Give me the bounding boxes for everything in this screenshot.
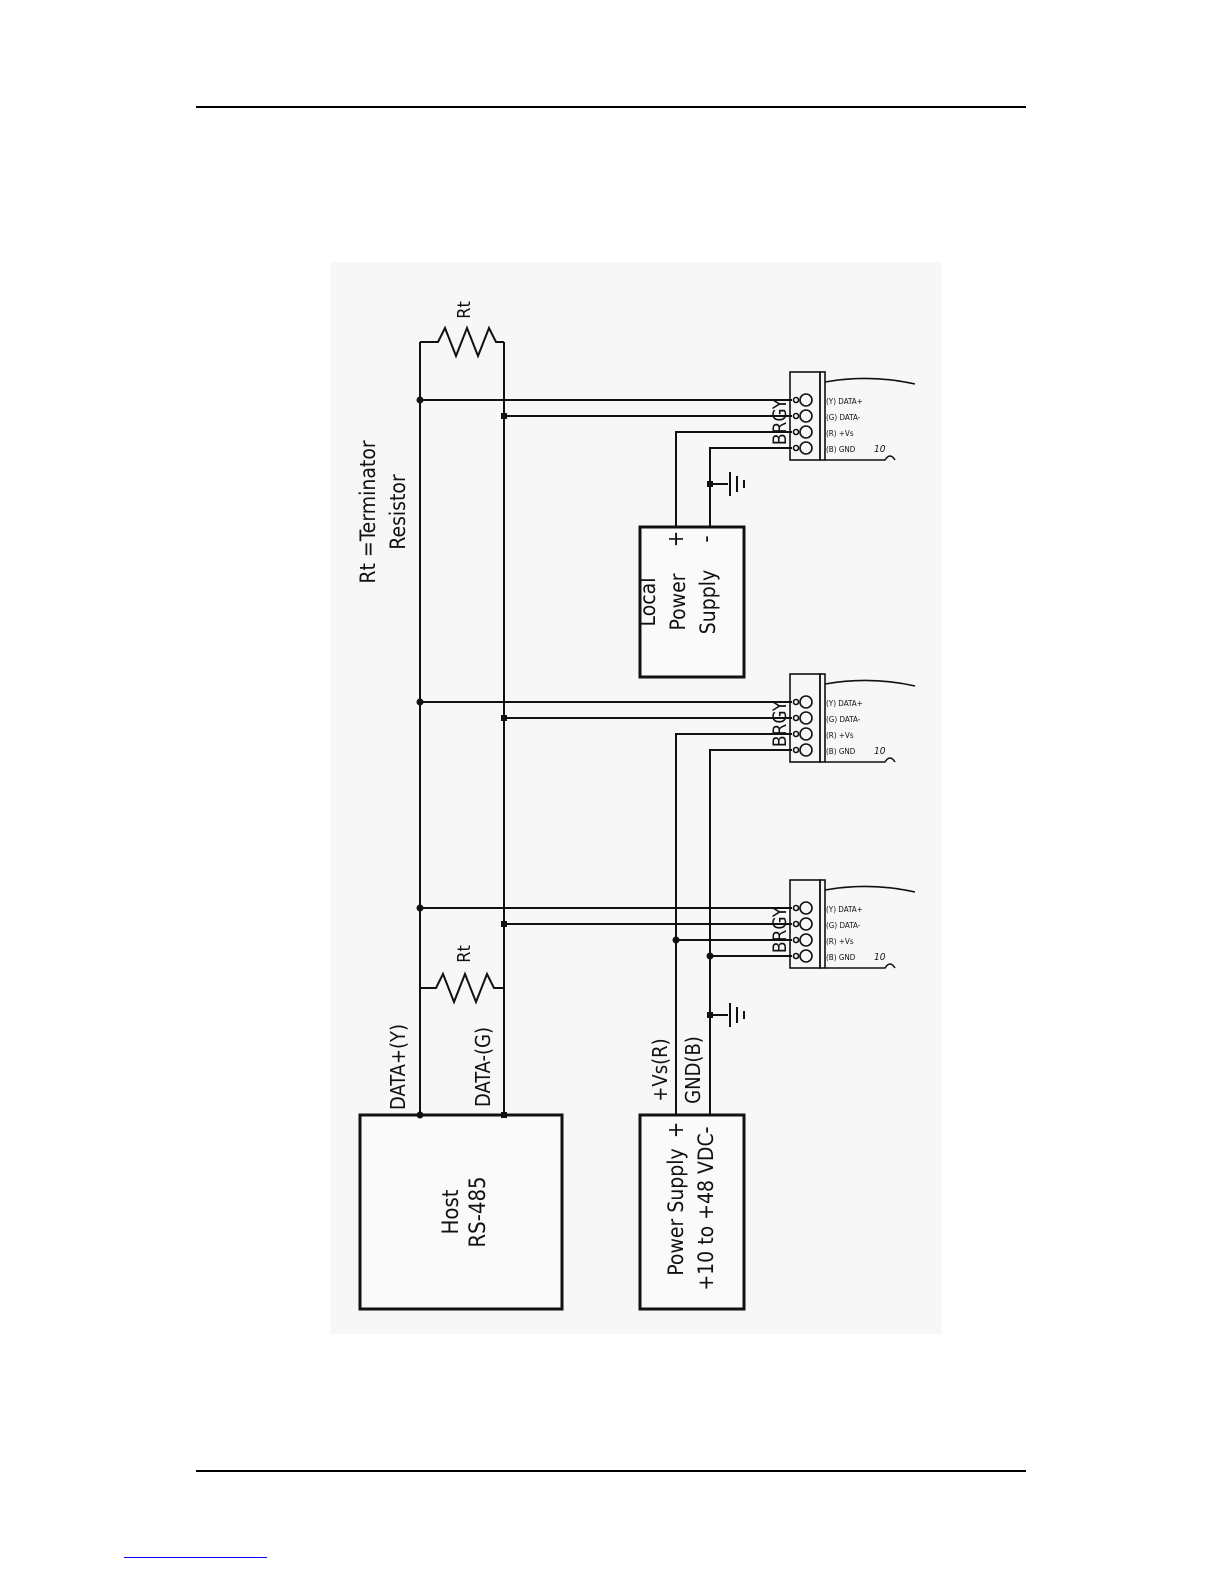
main-power-label-line1: Power Supply <box>664 1148 688 1275</box>
m3-connector-letters: BRGY <box>769 906 791 953</box>
m1-module-outline-top <box>825 378 915 384</box>
m2-terminal-b: (B) GND <box>826 747 856 756</box>
data-minus-label: DATA-(G) <box>471 1027 495 1107</box>
m2-block-edge <box>820 674 825 762</box>
module-2-connector: BRGY (Y) DATA+ (G) DATA- (R) +Vs (B) GND… <box>769 674 915 762</box>
top-terminator-resistor <box>420 328 504 356</box>
m1-vs-wire <box>676 432 792 527</box>
m3-terminal-g: (G) DATA- <box>826 921 861 930</box>
vs-label: +Vs(R) <box>648 1038 672 1101</box>
terminator-note-line2: Resistor <box>386 474 410 550</box>
footer-rule <box>196 1470 1026 1472</box>
bottom-resistor-label: Rt <box>454 945 475 963</box>
m3-module-tag: 10 <box>874 952 886 963</box>
m3-data-plus-node <box>417 905 424 912</box>
local-power-minus-sign: - <box>694 535 719 542</box>
local-power-label-line3: Supply <box>696 570 720 634</box>
main-power-plus-sign: + <box>664 1122 689 1139</box>
m1-data-minus-node <box>501 413 507 419</box>
m1-block-edge <box>820 372 825 460</box>
m3-block-edge <box>820 880 825 968</box>
top-resistor-label: Rt <box>454 301 475 319</box>
m3-terminal-y: (Y) DATA+ <box>826 905 863 914</box>
m1-gnd-wire <box>710 448 792 527</box>
m1-terminal-r: (R) +Vs <box>826 429 854 438</box>
m2-terminal-r: (R) +Vs <box>826 731 854 740</box>
header-rule <box>196 106 1026 108</box>
data-plus-label: DATA+(Y) <box>386 1024 410 1110</box>
m1-data-plus-node <box>417 397 424 404</box>
local-power-label-line2: Power <box>666 573 690 630</box>
host-data-plus-node <box>417 1112 424 1119</box>
m3-terminal-b: (B) GND <box>826 953 856 962</box>
m3-module-outline-bottom <box>825 964 895 968</box>
m1-module-outline-bottom <box>825 456 895 460</box>
m2-data-plus-node <box>417 699 424 706</box>
m2-module-tag: 10 <box>874 746 886 757</box>
m2-terminal-g: (G) DATA- <box>826 715 861 724</box>
m3-gnd-node <box>707 953 714 960</box>
m3-terminal-r: (R) +Vs <box>826 937 854 946</box>
m2-data-minus-node <box>501 715 507 721</box>
main-power-label-line2: +10 to +48 VDC <box>694 1133 718 1290</box>
m2-module-outline-bottom <box>825 758 895 762</box>
main-power-supply-box <box>640 1115 744 1309</box>
m3-vs-node <box>673 937 680 944</box>
m2-connector-letters: BRGY <box>769 700 791 747</box>
m2-module-outline-top <box>825 680 915 686</box>
local-power-plus-sign: + <box>664 531 689 548</box>
main-power-minus-sign: - <box>694 1126 719 1133</box>
footer-link-underline[interactable] <box>124 1557 267 1558</box>
bottom-terminator-resistor <box>420 974 504 1002</box>
host-data-minus-node <box>501 1112 507 1118</box>
m1-connector-letters: BRGY <box>769 398 791 445</box>
m1-terminal-b: (B) GND <box>826 445 856 454</box>
m1-terminal-g: (G) DATA- <box>826 413 861 422</box>
m1-module-tag: 10 <box>874 444 886 455</box>
gnd-label: GND(B) <box>681 1036 705 1104</box>
host-label-line2: RS-485 <box>466 1176 491 1247</box>
m3-data-minus-node <box>501 921 507 927</box>
m3-module-outline-top <box>825 886 915 892</box>
m1-terminal-y: (Y) DATA+ <box>826 397 863 406</box>
rs485-wiring-diagram: Host RS-485 Power Supply +10 to +48 VDC … <box>330 262 942 1334</box>
local-power-label-line1: Local <box>636 578 660 627</box>
module-1-connector: BRGY (Y) DATA+ (G) DATA- (R) +Vs (B) GND… <box>769 372 915 460</box>
m2-terminal-y: (Y) DATA+ <box>826 699 863 708</box>
terminator-note-line1: Rt =Terminator <box>356 440 380 584</box>
module-3-connector: BRGY (Y) DATA+ (G) DATA- (R) +Vs (B) GND… <box>769 880 915 968</box>
host-label-line1: Host <box>439 1189 464 1234</box>
